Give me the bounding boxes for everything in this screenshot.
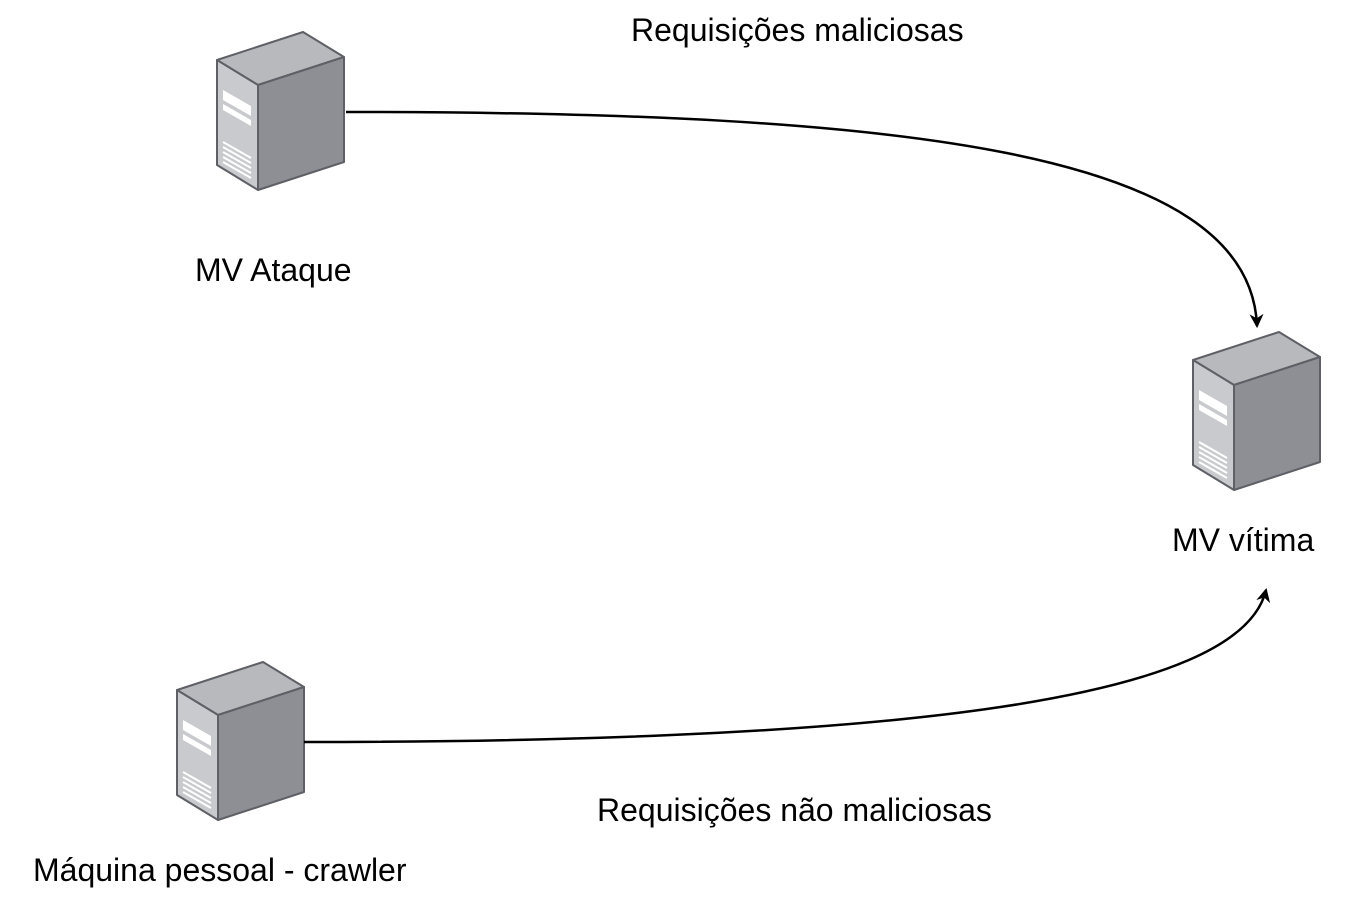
edge-benign-arrow [303,587,1271,744]
edge-label-malicious: Requisições maliciosas [631,12,964,48]
node-label-attack: MV Ataque [195,252,352,288]
node-label-victim: MV vítima [1172,522,1315,558]
server-icon[interactable] [216,31,345,191]
node-label-crawler: Máquina pessoal - crawler [33,852,407,888]
edge-malicious-arrow [345,110,1264,329]
server-icon[interactable] [176,661,305,821]
edge-label-benign: Requisições não maliciosas [597,792,992,828]
server-icon[interactable] [1192,331,1321,491]
